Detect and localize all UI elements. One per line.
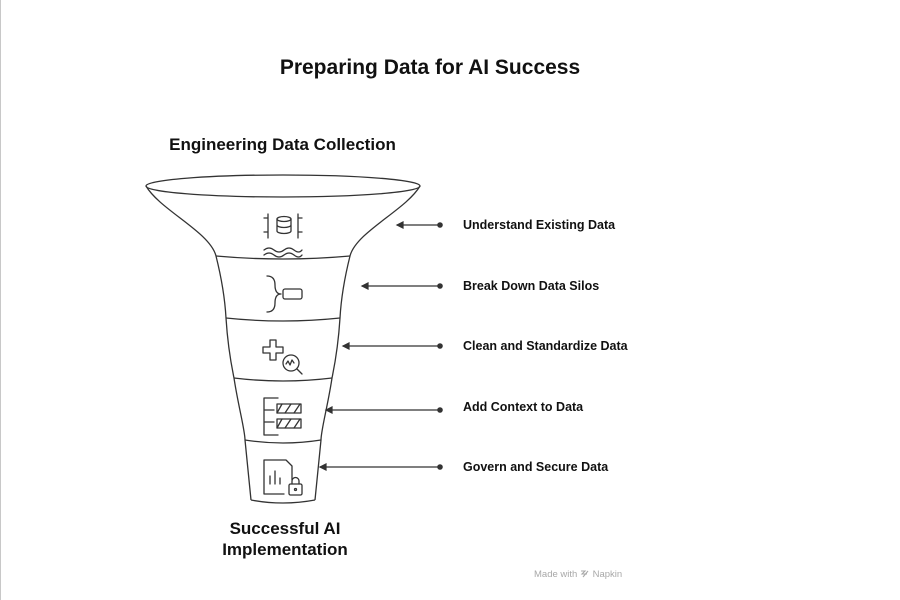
funnel-left-wall — [145, 185, 252, 501]
merge-icon — [266, 275, 303, 313]
left-border — [0, 0, 1, 600]
connectors — [318, 221, 443, 471]
watermark-prefix: Made with — [534, 569, 578, 580]
stage-label-3: Clean and Standardize Data — [463, 339, 628, 353]
diagram-title: Preparing Data for AI Success — [279, 56, 581, 79]
funnel-bottom — [250, 499, 316, 504]
stage-label-5: Govern and Secure Data — [463, 460, 609, 474]
database-icon — [263, 213, 303, 258]
stage-label-1: Understand Existing Data — [463, 218, 616, 232]
napkin-logo-icon — [580, 570, 589, 578]
funnel-right-wall — [314, 185, 421, 501]
watermark-brand: Napkin — [592, 569, 623, 580]
layers-icon — [263, 397, 302, 436]
funnel-outline — [145, 174, 421, 504]
segment-divider — [244, 439, 322, 444]
made-with-watermark[interactable]: Made with Napkin — [534, 569, 622, 580]
segment-divider — [215, 255, 351, 260]
cleanse-search-icon — [262, 339, 303, 375]
segment-divider — [233, 377, 333, 382]
stage-label-2: Break Down Data Silos — [463, 279, 600, 293]
funnel-top-label: Engineering Data Collection — [169, 135, 396, 154]
funnel-rim — [145, 174, 421, 198]
stage-label-4: Add Context to Data — [463, 400, 584, 414]
funnel-bottom-label: Successful AI Implementation — [222, 519, 348, 559]
secure-report-icon — [263, 459, 303, 496]
segment-divider — [225, 317, 341, 322]
